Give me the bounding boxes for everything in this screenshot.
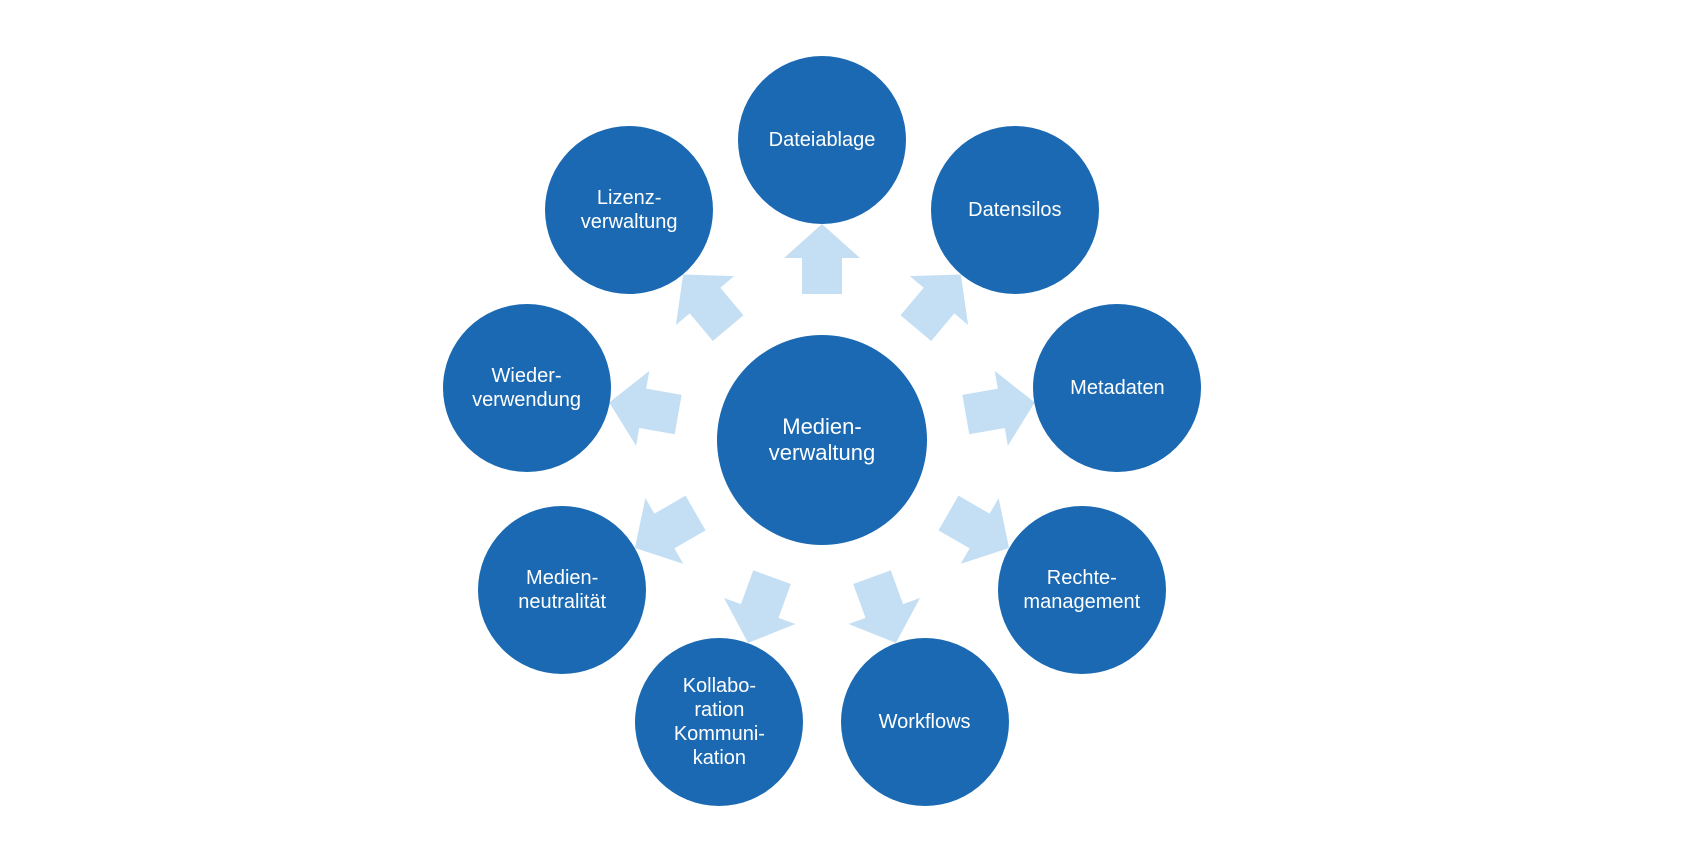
node-datensilos: Datensilos bbox=[930, 126, 1099, 295]
arrow-to-lizenzverwaltung bbox=[675, 274, 744, 342]
arrow-to-medienneutralitaet bbox=[634, 495, 706, 564]
node-kollaboration-kommunikation: Kollabo- ration Kommuni- kation bbox=[635, 637, 804, 806]
node-medienneutralitaet: Medien- neutralität bbox=[478, 506, 647, 674]
arrow-to-rechtemanagement bbox=[938, 495, 1010, 564]
node-rechtemanagement: Rechte- management bbox=[997, 506, 1166, 674]
arrow-to-kollaboration-kommunikation bbox=[724, 570, 796, 643]
arrow-to-datensilos bbox=[900, 274, 969, 342]
arrow-to-workflows bbox=[848, 570, 920, 643]
node-lizenzverwaltung: Lizenz- verwaltung bbox=[545, 126, 714, 295]
center-node-medienverwaltung: Medien- verwaltung bbox=[717, 335, 927, 545]
node-dateiablage: Dateiablage bbox=[738, 56, 906, 224]
node-metadaten: Metadaten bbox=[1033, 303, 1202, 472]
arrow-to-wiederverwendung bbox=[609, 370, 682, 446]
node-wiederverwendung: Wieder- verwendung bbox=[442, 303, 611, 472]
arrow-to-metadaten bbox=[962, 370, 1035, 446]
node-workflows: Workflows bbox=[840, 637, 1009, 806]
arrow-to-dateiablage bbox=[784, 224, 860, 294]
